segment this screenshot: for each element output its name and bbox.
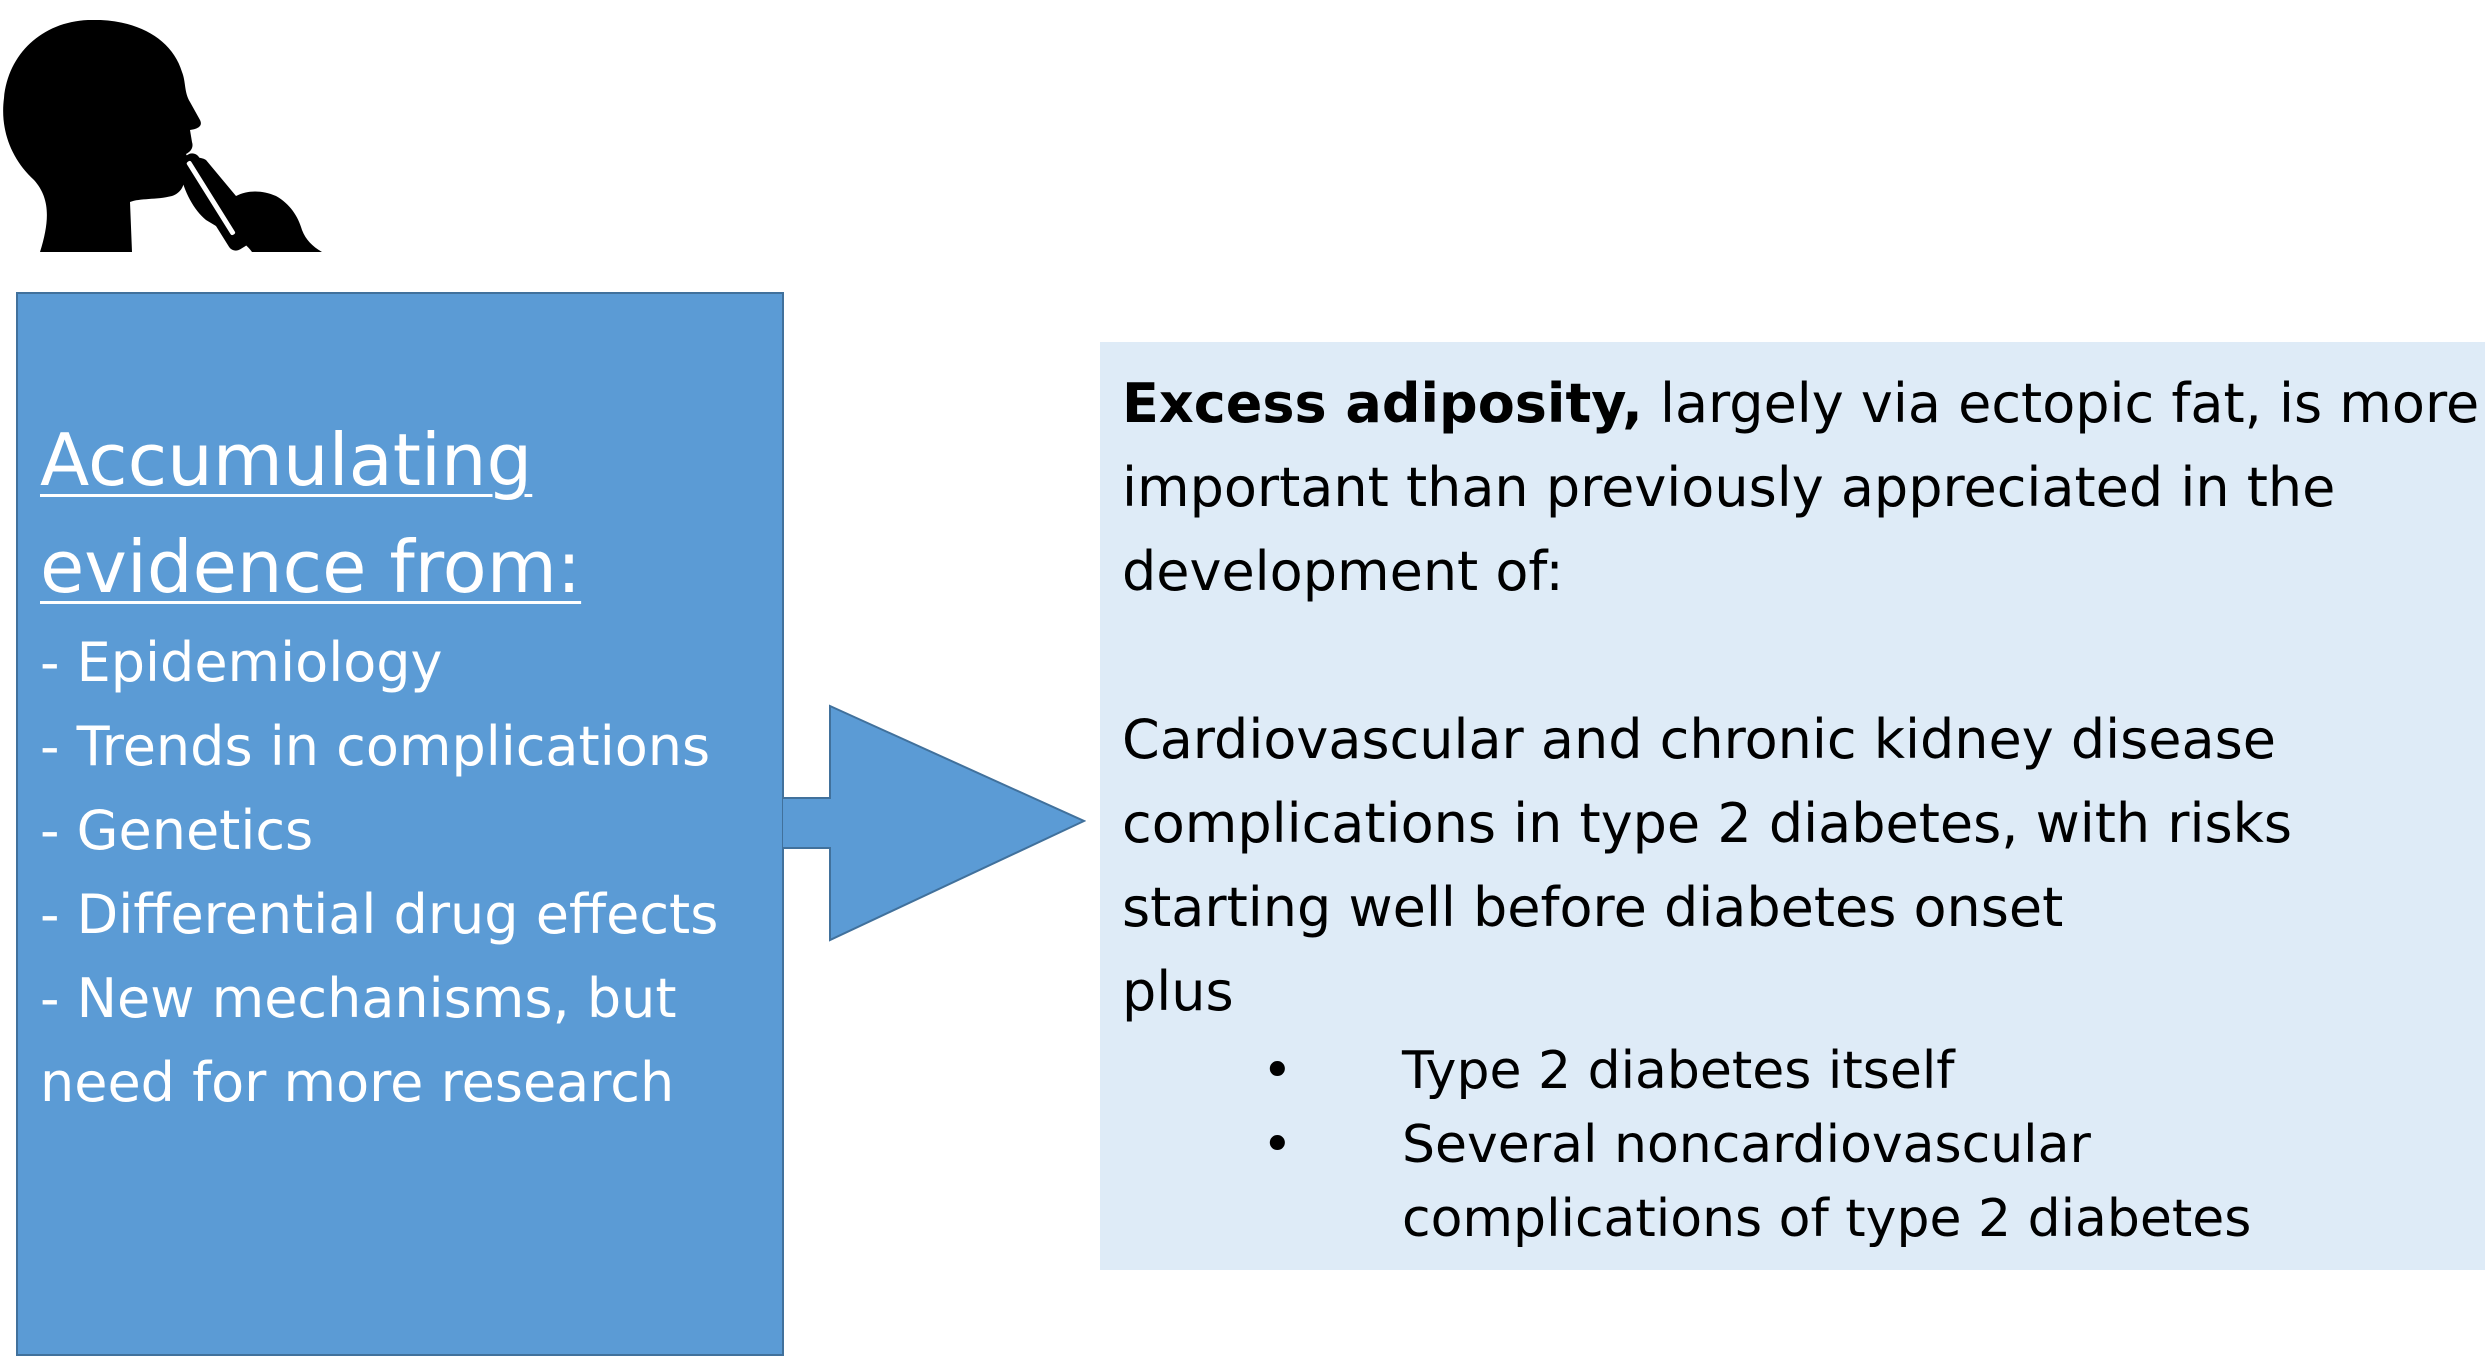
evidence-item-genetics: - Genetics	[40, 799, 314, 862]
conclusion-box: Excess adiposity, largely via ectopic fa…	[1100, 342, 2485, 1270]
conclusion-plus: plus	[1122, 960, 1234, 1023]
bullet-item-noncardiovascular: • Several noncardiovascular complication…	[1122, 1108, 2452, 1256]
bullet-item-type2-diabetes: • Type 2 diabetes itself	[1122, 1034, 2452, 1108]
conclusion-intro-rest: largely via ectopic fat, is more importa…	[1122, 372, 2480, 603]
evidence-list: - Epidemiology - Trends in complications…	[40, 621, 782, 1125]
head-silhouette	[3, 20, 201, 252]
person-thinking-icon	[3, 20, 322, 252]
bullet-text: Several noncardiovascular complications …	[1402, 1115, 2252, 1249]
conclusion-intro: Excess adiposity, largely via ectopic fa…	[1122, 362, 2485, 614]
hand-silhouette	[180, 157, 322, 252]
evidence-heading: Accumulating evidence from:	[40, 407, 782, 621]
evidence-box: Accumulating evidence from: - Epidemiolo…	[16, 292, 784, 1356]
evidence-heading-line2: evidence from:	[40, 525, 582, 609]
pen-highlight	[186, 160, 236, 236]
arrow-shape	[782, 704, 1086, 942]
evidence-item-research: need for more research	[40, 1051, 675, 1114]
bullet-text: Type 2 diabetes itself	[1402, 1041, 1955, 1101]
evidence-item-mechanisms: - New mechanisms, but	[40, 967, 677, 1030]
conclusion-bullet-list: • Type 2 diabetes itself • Several nonca…	[1122, 1034, 2485, 1256]
conclusion-complications: Cardiovascular and chronic kidney diseas…	[1122, 708, 2293, 939]
evidence-item-trends: - Trends in complications	[40, 715, 711, 778]
evidence-heading-line1: Accumulating	[40, 418, 533, 502]
evidence-item-epidemiology: - Epidemiology	[40, 631, 443, 694]
evidence-item-drug-effects: - Differential drug effects	[40, 883, 719, 946]
conclusion-intro-bold: Excess adiposity,	[1122, 372, 1643, 435]
spacer	[1122, 614, 2485, 698]
bullet-icon: •	[1262, 1041, 1293, 1101]
right-arrow	[782, 704, 1086, 942]
bullet-icon: •	[1262, 1115, 1293, 1175]
